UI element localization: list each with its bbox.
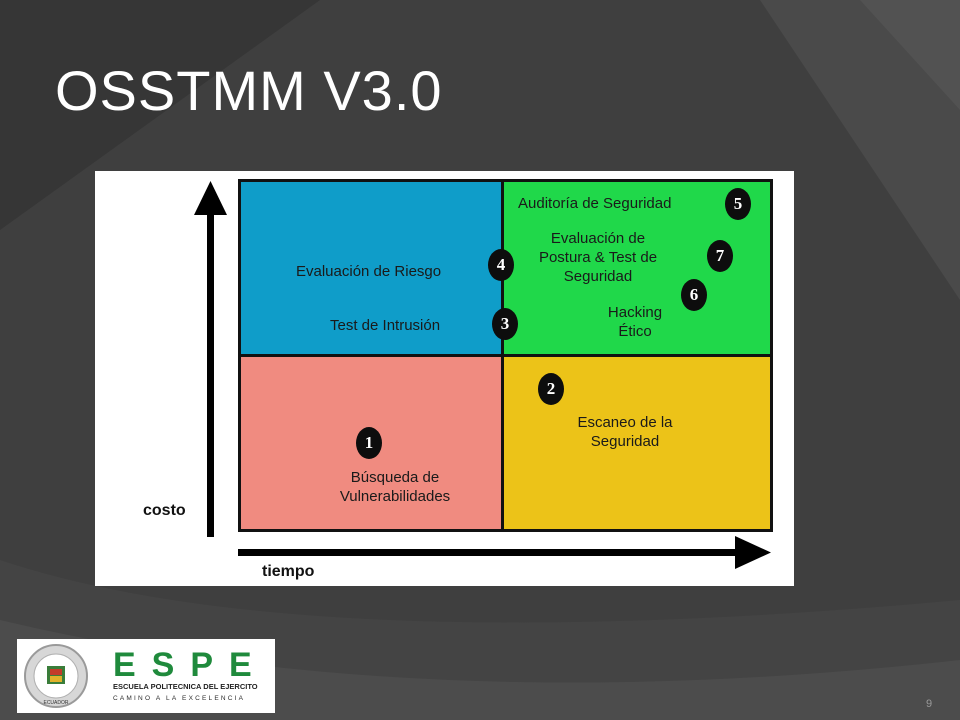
y-axis-arrowhead xyxy=(194,181,227,215)
axes xyxy=(194,181,771,569)
label-escaneo-line1: Escaneo de la xyxy=(577,414,673,431)
label-evaluacion-postura-line2: Postura & Test de xyxy=(538,249,658,266)
page-number: 9 xyxy=(926,698,933,710)
logo-line1: ESCUELA POLITECNICA DEL EJERCITO xyxy=(113,682,258,691)
label-test-intrusion: Test de Intrusión xyxy=(330,317,441,334)
label-escaneo-line2: Seguridad xyxy=(590,433,660,450)
label-evaluacion-postura-line1: Evaluación de xyxy=(550,230,646,247)
y-axis-label: costo xyxy=(143,502,186,519)
espe-logo-graphic: ECUADOR ESPE ESCUELA POLITECNICA DEL EJE… xyxy=(24,644,268,708)
badge-2: 2 xyxy=(538,373,564,405)
logo-brand: ESPE xyxy=(113,646,268,684)
label-busqueda-line2: Vulnerabilidades xyxy=(339,488,451,505)
badge-7: 7 xyxy=(707,240,733,272)
label-evaluacion-riesgo: Evaluación de Riesgo xyxy=(296,263,442,280)
label-hacking: Hacking Ético xyxy=(590,303,680,341)
badge-5: 5 xyxy=(725,188,751,220)
logo-seal-text: ECUADOR xyxy=(43,700,68,706)
label-busqueda-line1: Búsqueda de xyxy=(350,469,440,486)
label-hacking-line1: Hacking xyxy=(607,304,663,321)
label-busqueda: Búsqueda de Vulnerabilidades xyxy=(320,468,470,506)
osstmm-quadrant-diagram: Auditoría de Seguridad Evaluación de Pos… xyxy=(95,171,794,586)
y-axis-shaft xyxy=(207,211,214,537)
slide-title: OSSTMM V3.0 xyxy=(55,59,443,122)
label-hacking-line2: Ético xyxy=(618,323,652,340)
badge-4: 4 xyxy=(488,249,514,281)
logo-line2: CAMINO A LA EXCELENCIA xyxy=(113,695,245,702)
x-axis-arrowhead xyxy=(735,536,771,569)
badge-1: 1 xyxy=(356,427,382,459)
quadrant-top-left xyxy=(238,179,504,357)
badge-3: 3 xyxy=(492,308,518,340)
label-evaluacion-postura: Evaluación de Postura & Test de Segurida… xyxy=(538,229,658,286)
x-axis-shaft xyxy=(238,549,738,556)
espe-logo: ECUADOR ESPE ESCUELA POLITECNICA DEL EJE… xyxy=(17,639,275,713)
label-evaluacion-postura-line3: Seguridad xyxy=(563,268,633,285)
badge-6: 6 xyxy=(681,279,707,311)
x-axis-label: tiempo xyxy=(262,563,315,580)
label-auditoria: Auditoría de Seguridad xyxy=(518,195,672,212)
label-escaneo: Escaneo de la Seguridad xyxy=(555,413,695,451)
